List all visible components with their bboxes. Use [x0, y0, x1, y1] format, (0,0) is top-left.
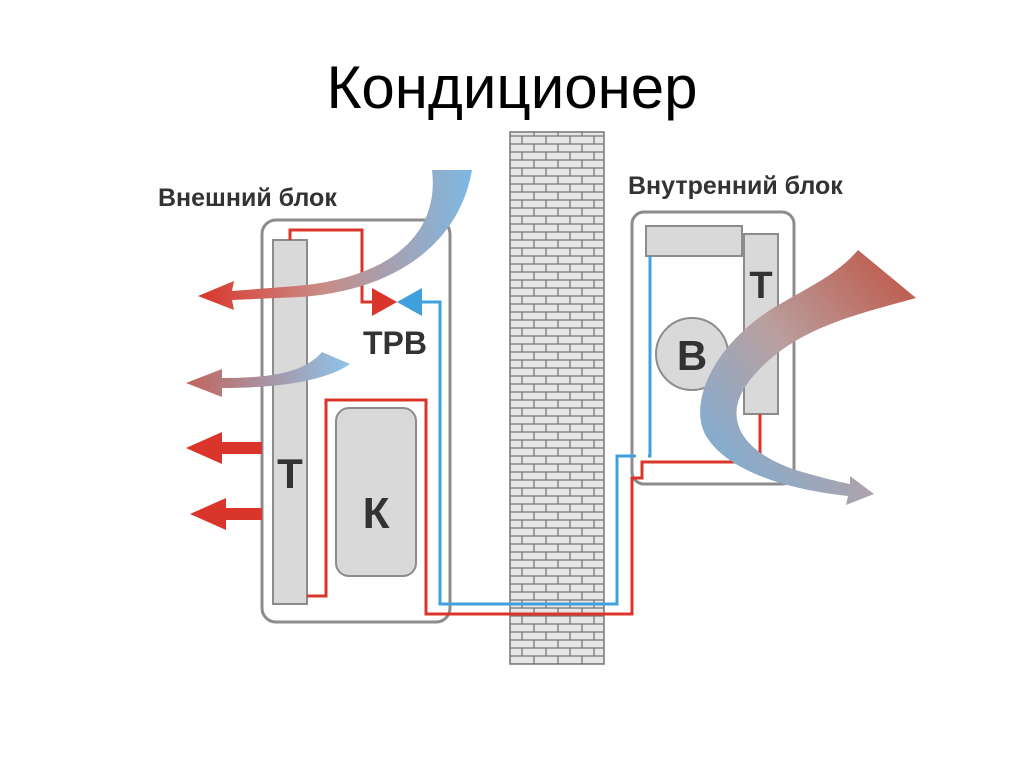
- expansion-valve: [372, 288, 422, 316]
- outdoor-unit-label: Внешний блок: [158, 184, 337, 212]
- fan-label: В: [677, 332, 707, 379]
- airflow-middle: [186, 352, 350, 397]
- valve-label: TPB: [363, 325, 427, 361]
- indoor-heat-exchanger-label: Т: [749, 265, 772, 307]
- hot-refrigerant-line: [288, 228, 762, 616]
- compressor: [335, 407, 417, 577]
- airflow-arrow-1: [186, 432, 262, 464]
- slide-title: Кондиционер: [326, 54, 698, 121]
- brick-wall: [509, 131, 605, 665]
- indoor-top-panel: [645, 225, 743, 257]
- airflow-top: [198, 170, 472, 310]
- compressor-label: К: [363, 489, 390, 538]
- airflow-indoor: [700, 250, 916, 505]
- outdoor-heat-exchanger-label: Т: [277, 450, 303, 497]
- indoor-unit-label: Внутренний блок: [628, 172, 843, 200]
- cold-refrigerant-line: [422, 256, 652, 606]
- airflow-arrow-2: [190, 498, 262, 530]
